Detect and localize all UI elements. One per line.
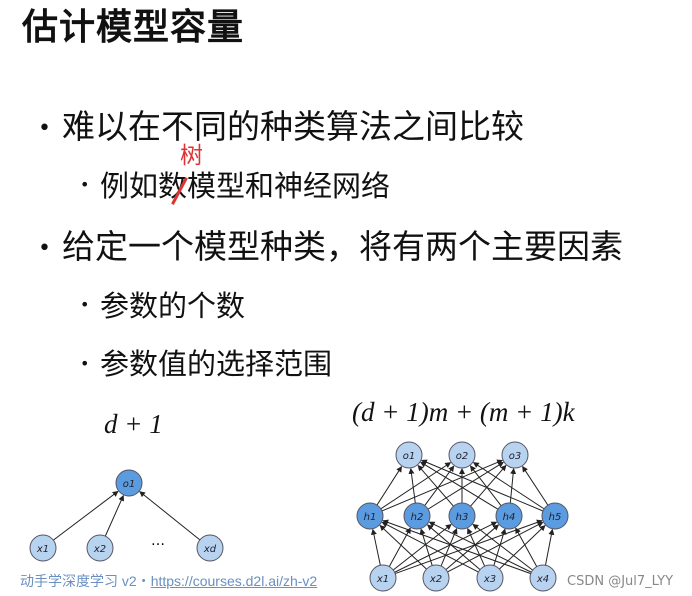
node-h5: [541, 502, 569, 530]
node-h1: [356, 502, 384, 530]
node-x1: [369, 564, 397, 592]
footer: 动手学深度学习 v2・https://courses.d2l.ai/zh-v2: [20, 574, 317, 588]
node-o1: [115, 469, 143, 497]
edge-arrow: [469, 465, 502, 507]
node-xd: [196, 534, 224, 562]
slide-title: 估计模型容量: [22, 7, 245, 48]
edge-arrow: [394, 521, 498, 573]
edge-arrow: [381, 521, 479, 573]
node-label: h4: [503, 512, 516, 523]
edge-arrow: [420, 459, 544, 512]
node-label: o1: [123, 479, 135, 490]
edge-arrow: [382, 519, 531, 575]
node-h3: [448, 502, 476, 530]
edge-arrow: [426, 524, 481, 570]
node-label: o2: [456, 451, 468, 462]
node-o2: [448, 441, 476, 469]
node-x3: [476, 564, 504, 592]
node-x1: [29, 534, 57, 562]
node-x2: [422, 564, 450, 592]
node-label: x2: [93, 544, 106, 555]
edge-arrow: [420, 461, 499, 510]
edge-arrow: [445, 524, 500, 570]
edge-arrow: [447, 522, 544, 573]
handwritten-annotation: 树: [180, 143, 203, 169]
bullet-dot: •: [38, 116, 51, 141]
edge-arrow: [427, 461, 504, 510]
node-label: x1: [36, 544, 49, 555]
sub-bullet-2-2: 参数值的选择范围: [100, 347, 333, 381]
edge-arrow: [544, 528, 555, 566]
node-label: h2: [411, 512, 424, 523]
formula-left: d + 1: [104, 409, 163, 439]
edge-arrow: [522, 465, 549, 506]
edge-arrow: [104, 494, 124, 537]
edge-arrow: [376, 465, 402, 506]
bullet-2: 给定一个模型种类，将有两个主要因素: [62, 227, 623, 266]
node-label: o3: [509, 451, 521, 462]
edge-arrow: [53, 490, 119, 541]
bullet-dot: •: [38, 236, 51, 261]
edge-arrow: [499, 524, 546, 570]
node-x2: [86, 534, 114, 562]
formula-right: (d + 1)m + (m + 1)k: [352, 397, 575, 427]
edge-arrow: [472, 462, 545, 510]
node-label: x3: [483, 574, 496, 585]
sub-bullet-2-1: 参数的个数: [100, 289, 246, 323]
edge-arrow: [493, 528, 507, 566]
course-link[interactable]: https://courses.d2l.ai/zh-v2: [150, 573, 318, 589]
node-label: x4: [536, 574, 549, 585]
node-h4: [495, 502, 523, 530]
edge-arrow: [440, 527, 458, 567]
ellipsis: …: [151, 533, 165, 549]
edge-arrow: [472, 523, 533, 571]
edge-arrow: [139, 491, 201, 541]
node-label: h3: [456, 512, 469, 523]
footer-text: 动手学深度学习 v2・: [20, 573, 151, 589]
bullet-dot: •: [80, 295, 90, 314]
edge-arrow: [515, 527, 538, 567]
bullet-dot: •: [80, 354, 90, 373]
edge-arrow: [424, 465, 455, 506]
edge-arrow: [467, 527, 486, 567]
edge-arrow: [380, 462, 452, 510]
node-label: x2: [429, 574, 442, 585]
node-o3: [501, 441, 529, 469]
edge-arrow: [392, 524, 452, 571]
sub-bullet-1-1: 例如数模型和神经网络: [100, 169, 391, 203]
node-x4: [529, 564, 557, 592]
edge-arrow: [470, 464, 507, 507]
node-h2: [403, 502, 431, 530]
edge-arrow: [408, 467, 416, 504]
node-label: x1: [376, 574, 389, 585]
edge-arrow: [381, 459, 504, 512]
bullet-1: 难以在不同的种类算法之间比较: [62, 107, 524, 146]
edge-arrow: [379, 524, 427, 570]
node-o1: [395, 441, 423, 469]
node-label: h5: [549, 512, 562, 523]
node-label: h1: [364, 512, 377, 523]
node-label: xd: [203, 544, 217, 555]
edge-arrow: [370, 528, 381, 566]
edge-arrow: [388, 527, 411, 567]
edge-arrow: [417, 464, 454, 507]
node-label: o1: [403, 451, 415, 462]
edge-arrow: [428, 521, 532, 573]
bullet-dot: •: [80, 175, 90, 194]
watermark: CSDN @Jul7_LYY: [567, 574, 674, 589]
